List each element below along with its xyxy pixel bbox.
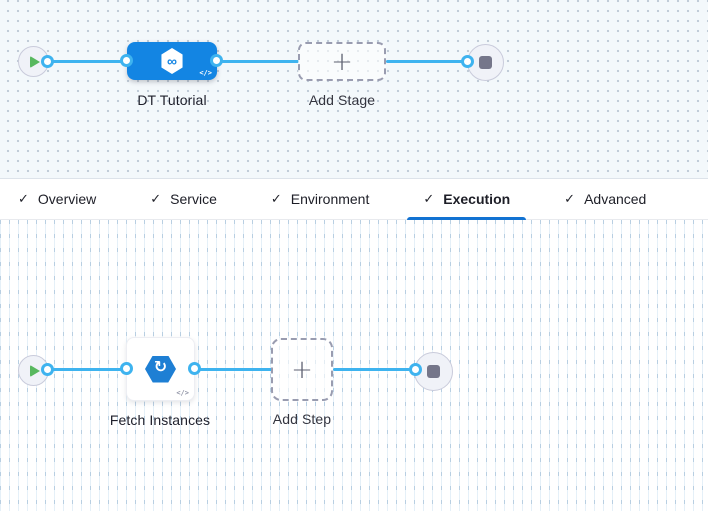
connector-dot (188, 362, 201, 375)
tab-label: Advanced (584, 191, 647, 207)
check-icon: ✓ (150, 191, 162, 206)
plus-icon: + (331, 46, 353, 77)
tab-execution[interactable]: ✓ Execution (407, 179, 527, 220)
tab-environment[interactable]: ✓ Environment (269, 179, 372, 219)
code-yaml-icon: </> (199, 69, 212, 77)
add-step-label: Add Step (272, 411, 332, 427)
tab-overview[interactable]: ✓ Overview (16, 179, 98, 219)
edge-addstage-to-end (386, 60, 464, 63)
add-step-button[interactable]: + (271, 338, 333, 401)
stop-icon (427, 365, 440, 378)
stage-config-tab-bar: ✓ Overview ✓ Service ✓ Environment ✓ Exe… (0, 178, 708, 220)
edge-stage-to-addstage (217, 60, 299, 63)
step-label: Fetch Instances (109, 412, 211, 428)
tab-label: Execution (443, 191, 511, 207)
deploy-stage-hexagon-icon: ∞ (161, 48, 183, 74)
tab-service[interactable]: ✓ Service (148, 179, 219, 219)
check-icon: ✓ (270, 191, 282, 206)
infinity-icon: ∞ (167, 53, 177, 69)
connector-dot (120, 362, 133, 375)
add-stage-label: Add Stage (308, 92, 376, 108)
check-icon: ✓ (564, 191, 576, 206)
step-node-fetch-instances[interactable]: ↻ </> (126, 337, 195, 401)
connector-dot (41, 363, 54, 376)
connector-dot (41, 55, 54, 68)
active-tab-underline (407, 217, 527, 220)
add-stage-button[interactable]: + (298, 42, 386, 81)
plus-icon: + (291, 354, 313, 385)
code-yaml-icon: </> (176, 389, 189, 397)
play-icon (30, 364, 40, 377)
edge-start-to-stage (48, 60, 128, 63)
edge-start-to-step (48, 368, 128, 371)
connector-dot (120, 54, 133, 67)
refresh-arrow-icon: ↻ (153, 359, 168, 376)
execution-graph-canvas[interactable]: ↻ </> + Fetch Instances Add Step (0, 220, 708, 511)
edge-step-to-addstep (195, 368, 272, 371)
check-icon: ✓ (423, 191, 435, 206)
stage-label: DT Tutorial (137, 92, 207, 108)
stop-icon (479, 56, 492, 69)
stage-node-dt-tutorial[interactable]: ∞ </> (127, 42, 217, 80)
tab-advanced[interactable]: ✓ Advanced (562, 179, 648, 219)
connector-dot (409, 363, 422, 376)
tab-label: Overview (37, 191, 97, 207)
play-icon (30, 55, 40, 68)
fetch-instances-hexagon-icon: ↻ (145, 355, 176, 383)
tab-label: Environment (290, 191, 370, 207)
connector-dot (210, 54, 223, 67)
check-icon: ✓ (18, 191, 29, 206)
edge-addstep-to-end (333, 368, 410, 371)
stage-graph-canvas[interactable]: ∞ </> + DT Tutorial Add Stage (0, 0, 708, 178)
tab-label: Service (170, 191, 217, 207)
connector-dot (461, 55, 474, 68)
